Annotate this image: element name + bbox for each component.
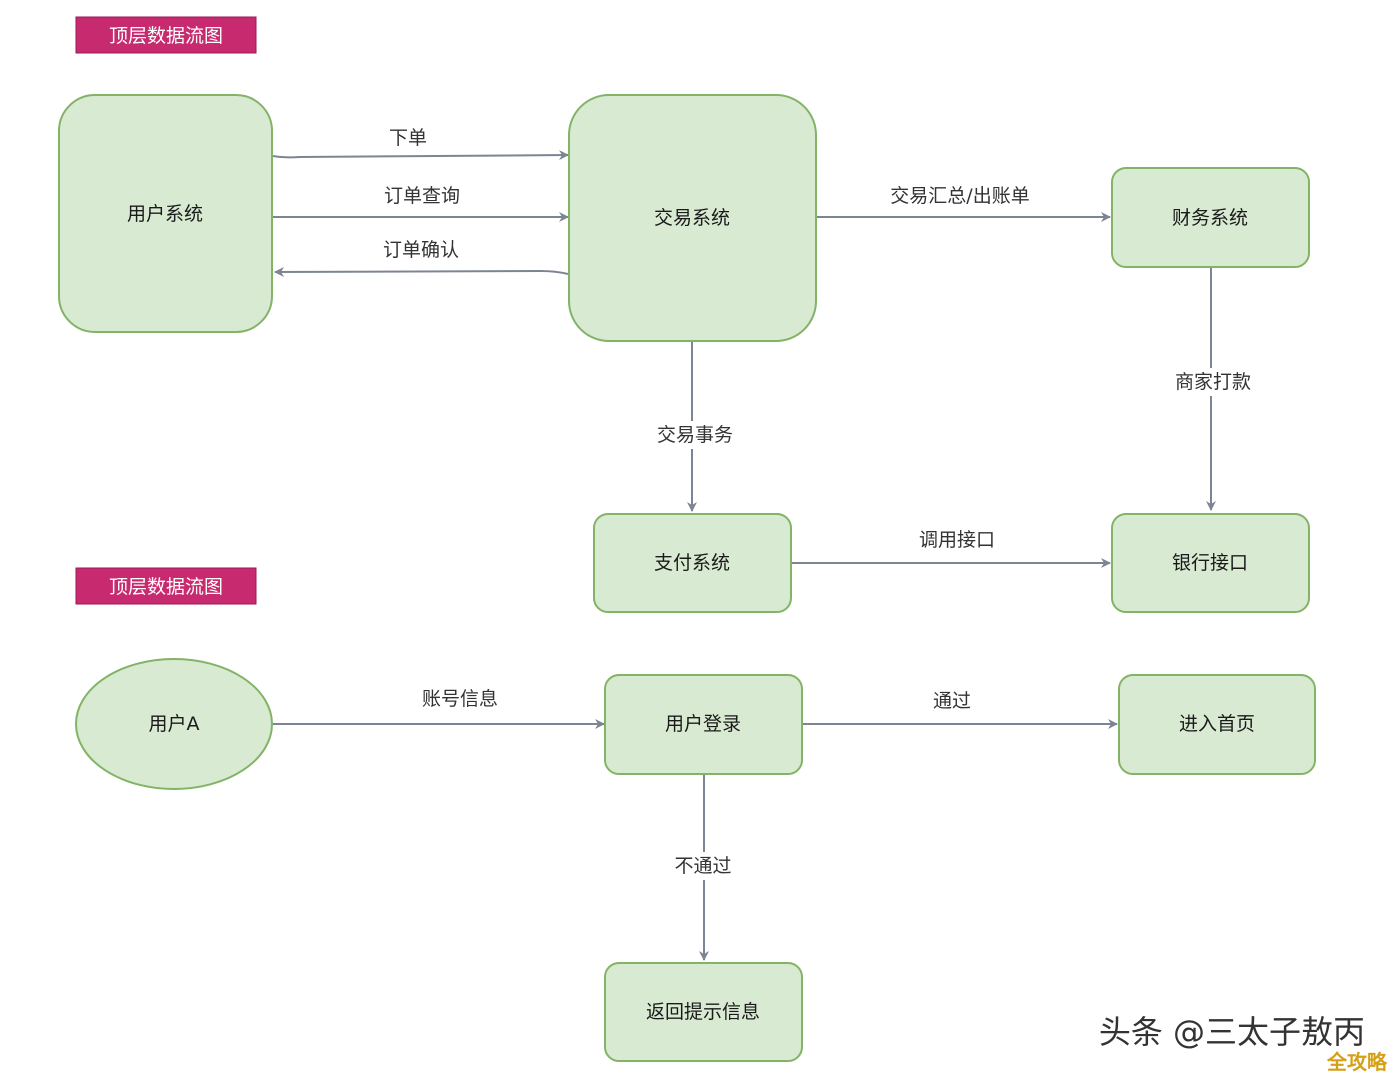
edge-order-query: 订单查询 [273, 185, 569, 222]
node-home-page-label: 进入首页 [1179, 713, 1255, 735]
node-user-a-label: 用户A [149, 713, 200, 735]
node-home-page[interactable]: 进入首页 [1118, 674, 1316, 775]
node-trade-system[interactable]: 交易系统 [568, 94, 817, 342]
node-user-system[interactable]: 用户系统 [58, 94, 273, 333]
edge-label-trade-summary: 交易汇总/出账单 [890, 185, 1029, 207]
edge-order-confirm: 订单确认 [274, 239, 569, 277]
edge-trade-affairs: 交易事务 [652, 341, 738, 512]
watermark-text: 头条 @三太子敖丙 [1099, 1013, 1365, 1051]
node-user-a[interactable]: 用户A [75, 658, 273, 790]
node-payment-system-label: 支付系统 [654, 552, 730, 574]
watermark-logo: 全攻略 [1326, 1050, 1388, 1074]
edge-merchant-payment: 商家打款 [1170, 267, 1254, 511]
edge-label-account-info: 账号信息 [422, 688, 498, 710]
edge-label-place-order: 下单 [389, 127, 427, 149]
node-payment-system[interactable]: 支付系统 [593, 513, 792, 613]
node-user-login[interactable]: 用户登录 [604, 674, 803, 775]
node-finance-system[interactable]: 财务系统 [1111, 167, 1310, 268]
node-finance-system-label: 财务系统 [1172, 207, 1248, 229]
edge-label-order-query: 订单查询 [384, 185, 460, 207]
edge-not-pass: 不通过 [666, 774, 742, 961]
edge-call-interface: 调用接口 [791, 529, 1111, 568]
section-tag-bottom-label: 顶层数据流图 [109, 576, 223, 598]
edge-account-info: 账号信息 [273, 688, 605, 729]
edge-label-call-interface: 调用接口 [919, 529, 995, 551]
node-return-hint-label: 返回提示信息 [646, 1001, 760, 1023]
node-bank-interface-label: 银行接口 [1172, 552, 1248, 574]
edge-label-merchant-payment: 商家打款 [1175, 371, 1251, 393]
node-bank-interface[interactable]: 银行接口 [1111, 513, 1310, 613]
section-tag-top: 顶层数据流图 [75, 16, 257, 54]
section-tag-top-label: 顶层数据流图 [109, 25, 223, 47]
section-tag-bottom: 顶层数据流图 [75, 567, 257, 605]
edge-label-order-confirm: 订单确认 [383, 239, 459, 261]
edge-place-order: 下单 [272, 127, 569, 161]
node-trade-system-label: 交易系统 [654, 207, 730, 229]
node-user-system-label: 用户系统 [127, 203, 203, 225]
edge-trade-summary: 交易汇总/出账单 [816, 185, 1111, 222]
edge-label-not-pass: 不通过 [674, 855, 731, 877]
node-return-hint[interactable]: 返回提示信息 [604, 962, 803, 1062]
watermark: 头条 @三太子敖丙 全攻略 [1099, 1013, 1390, 1076]
edge-label-pass: 通过 [933, 690, 971, 712]
edge-label-trade-affairs: 交易事务 [657, 424, 733, 446]
edge-pass: 通过 [803, 690, 1118, 729]
node-user-login-label: 用户登录 [665, 713, 741, 735]
